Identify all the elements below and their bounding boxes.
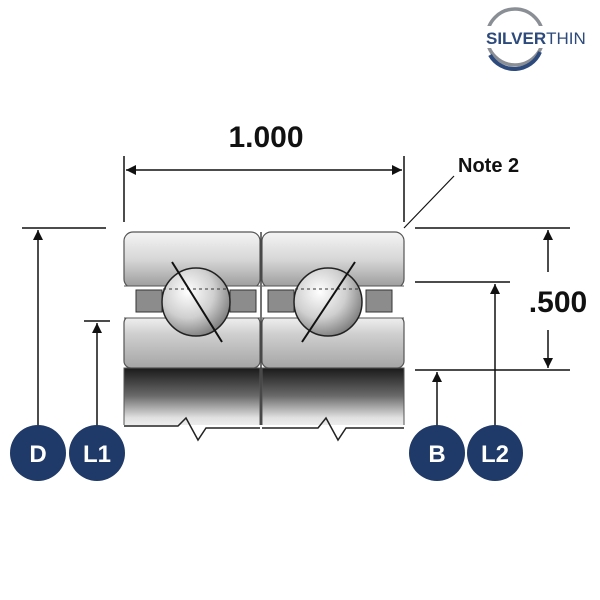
l1-reference xyxy=(84,320,110,430)
cage-right-b xyxy=(365,289,393,313)
cage-right-a xyxy=(267,289,295,313)
d-reference xyxy=(22,227,106,430)
logo-swoosh xyxy=(488,51,542,71)
bearing-right xyxy=(261,231,405,431)
break-lines xyxy=(120,416,410,455)
l2-reference xyxy=(415,281,510,430)
callout-b-circle xyxy=(409,425,465,481)
callout-d: D xyxy=(10,425,66,481)
svg-text:SILVERTHIN: SILVERTHIN xyxy=(486,29,586,48)
callout-l1-label: L1 xyxy=(83,441,111,468)
bore-left xyxy=(123,367,261,431)
callout-d-label: D xyxy=(29,441,46,468)
bore-right xyxy=(261,367,405,431)
contact-line-left xyxy=(171,261,223,343)
callout-l2-label: L2 xyxy=(481,441,509,468)
callout-b: B xyxy=(409,425,465,481)
silverthin-logo: SILVERTHIN xyxy=(483,7,595,71)
bearing-left xyxy=(123,231,261,431)
note-2-callout: Note 2 xyxy=(403,155,519,229)
logo-brand-light: THIN xyxy=(546,29,586,48)
note-2-leader xyxy=(403,175,455,229)
callout-l2-circle xyxy=(467,425,523,481)
width-dimension: 1.000 xyxy=(123,121,405,222)
callout-l2: L2 xyxy=(467,425,523,481)
width-label: 1.000 xyxy=(228,121,303,154)
height-dimension: .500 xyxy=(415,227,587,371)
contact-line-right xyxy=(301,261,356,343)
callout-b-label: B xyxy=(428,441,445,468)
callout-l1-circle xyxy=(69,425,125,481)
height-label: .500 xyxy=(529,286,587,319)
logo-brand-bold: SILVER xyxy=(486,29,546,48)
cage-left-a xyxy=(135,289,163,313)
callout-l1: L1 xyxy=(69,425,125,481)
note-2-label: Note 2 xyxy=(458,155,519,177)
cage-left-b xyxy=(229,289,257,313)
callout-d-circle xyxy=(10,425,66,481)
